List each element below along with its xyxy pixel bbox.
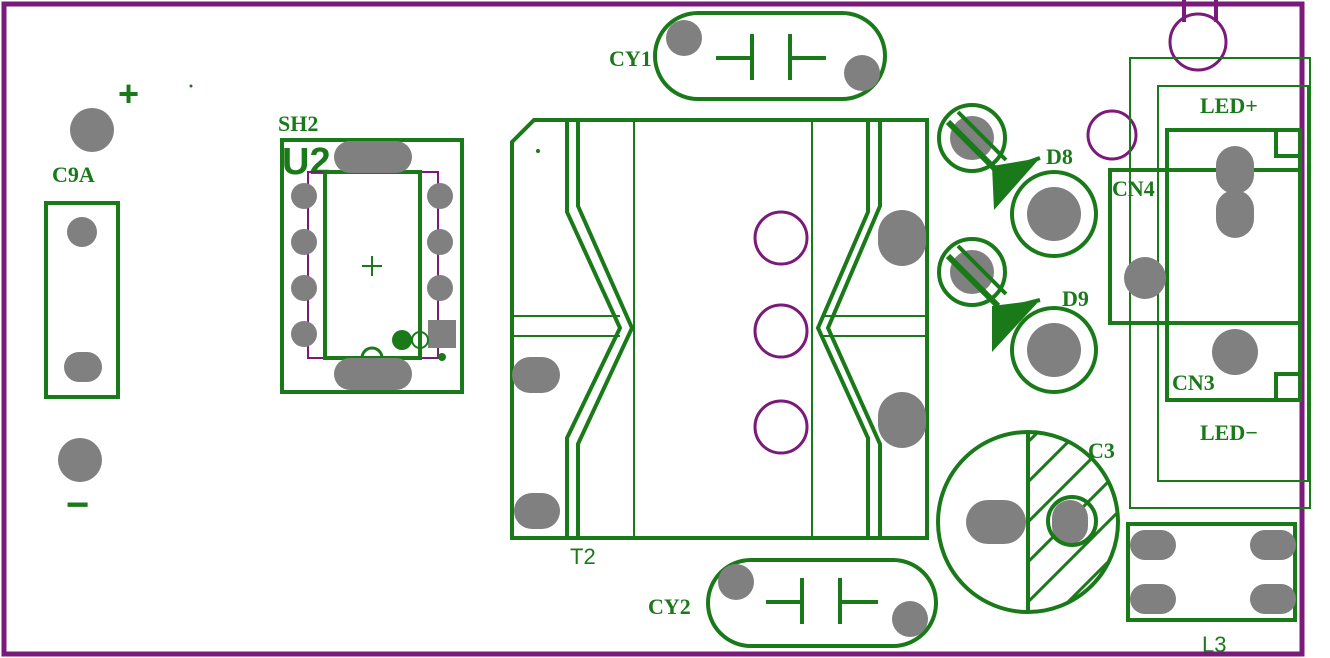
cn3-outline [1165, 128, 1302, 402]
d9-ref-label: D9 [1062, 286, 1089, 311]
c9a-pad-1 [67, 217, 97, 247]
u2-pin-6 [427, 229, 453, 255]
cy2-ref-label: CY2 [648, 594, 691, 619]
d9-pad-k [1027, 323, 1081, 377]
c9a-pad-plus [70, 108, 114, 152]
d9-lead [999, 298, 1041, 312]
c9a-plus-label: + [118, 73, 139, 114]
component-t2: T2 [510, 118, 929, 569]
c3-ref-label: C3 [1088, 438, 1115, 463]
t2-pad-2 [514, 493, 560, 529]
c9a-outline [44, 201, 120, 399]
component-d9: D9 [937, 237, 1098, 394]
sh2-pad-top [334, 141, 412, 173]
t2-core-left-b [576, 120, 635, 538]
cn3-tab-bottom [1274, 372, 1302, 402]
component-c3: C3 [936, 430, 1120, 614]
u2-pin-1 [291, 183, 317, 209]
t2-core-right-a [815, 120, 870, 538]
component-cn4-cn3: CN4 CN3 LED+ LED− [1108, 57, 1311, 509]
t2-core-left-a [565, 120, 623, 538]
cy2-pad-1 [718, 564, 754, 600]
cn3-tab-top [1274, 128, 1302, 158]
component-c9a: + C9A − [44, 73, 139, 527]
u2-pin-2 [291, 229, 317, 255]
mid-via [1086, 109, 1138, 161]
cy2-pad-2 [892, 601, 928, 637]
u2-notch [360, 346, 384, 359]
cy1-pad-2 [844, 55, 880, 91]
t2-pad-4 [878, 392, 926, 448]
l3-pad-2 [1250, 530, 1296, 560]
l3-pad-3 [1130, 584, 1176, 614]
component-top-connector [1086, 0, 1228, 161]
led-minus-label: LED− [1200, 420, 1258, 445]
t2-pad-1 [512, 357, 560, 393]
cn-pad-1 [1216, 146, 1254, 194]
sh2-pad-bottom [334, 358, 412, 390]
c9a-pad-minus [58, 438, 102, 482]
u2-ref-label: U2 [282, 141, 331, 183]
u2-pin-3 [291, 275, 317, 301]
cn-pad-4 [1212, 329, 1258, 375]
cy1-outline [653, 11, 887, 101]
cn4-ref-label: CN4 [1112, 176, 1155, 201]
l3-outline [1126, 522, 1297, 622]
t2-core-right-b [825, 120, 882, 538]
t2-ref-label: T2 [570, 544, 596, 569]
d9-stripe-2 [956, 244, 1008, 296]
d9-ring-a [937, 237, 1007, 307]
d8-ref-label: D8 [1046, 144, 1073, 169]
d9-stripe-1 [945, 253, 1001, 309]
sh2-ref-label: SH2 [278, 111, 318, 136]
component-cy2: CY2 [648, 558, 938, 648]
cy1-pad-1 [666, 20, 702, 56]
l3-pad-1 [1130, 530, 1176, 560]
t2-via-1 [753, 210, 809, 266]
component-l3: L3 [1126, 522, 1297, 657]
component-sh2-u2: SH2 U2 [278, 111, 464, 394]
component-cy1: CY1 [609, 11, 887, 101]
u2-pin-4 [291, 321, 317, 347]
cn-pad-2 [1216, 190, 1254, 238]
cn-pad-3 [1124, 257, 1166, 299]
d8-lead [999, 156, 1041, 174]
cy1-ref-label: CY1 [609, 46, 652, 71]
d8-stripe-2 [956, 110, 1008, 162]
u2-pin1-ring [411, 331, 429, 349]
sh2-outline [280, 138, 464, 394]
led-plus-label: LED+ [1200, 93, 1258, 118]
u2-pin-7 [427, 275, 453, 301]
d8-stripe-1 [945, 119, 1001, 175]
l3-ref-label: L3 [1202, 632, 1226, 657]
c9a-ref-label: C9A [52, 162, 95, 187]
l3-pad-4 [1250, 584, 1296, 614]
t2-pin1-dot [536, 149, 540, 153]
u2-small-dot [438, 353, 446, 361]
top-via [1168, 12, 1228, 72]
d9-pad-a [950, 250, 994, 294]
t2-via-3 [753, 399, 809, 455]
c3-pad-ring [1046, 495, 1098, 547]
u2-pin-8 [428, 320, 456, 348]
cy2-outline [706, 558, 938, 648]
t2-pad-3 [878, 210, 926, 266]
t2-outline [510, 118, 929, 540]
component-d8: D8 [937, 103, 1098, 258]
d9-symbol [992, 300, 1040, 352]
u2-pin-5 [427, 183, 453, 209]
d8-pad-k [1027, 187, 1081, 241]
d8-ring-a [937, 103, 1007, 173]
d9-ring-k [1010, 306, 1098, 394]
c9a-pad-2 [64, 352, 102, 382]
c3-pad-neg [966, 500, 1026, 544]
c3-pad-pos [1052, 500, 1088, 544]
cn3-ref-label: CN3 [1172, 370, 1215, 395]
c9a-minus-label: − [66, 483, 89, 527]
d8-pad-a [950, 116, 994, 160]
t2-via-2 [753, 303, 809, 359]
d8-ring-k [1010, 170, 1098, 258]
u2-pin1-dot [392, 330, 412, 350]
